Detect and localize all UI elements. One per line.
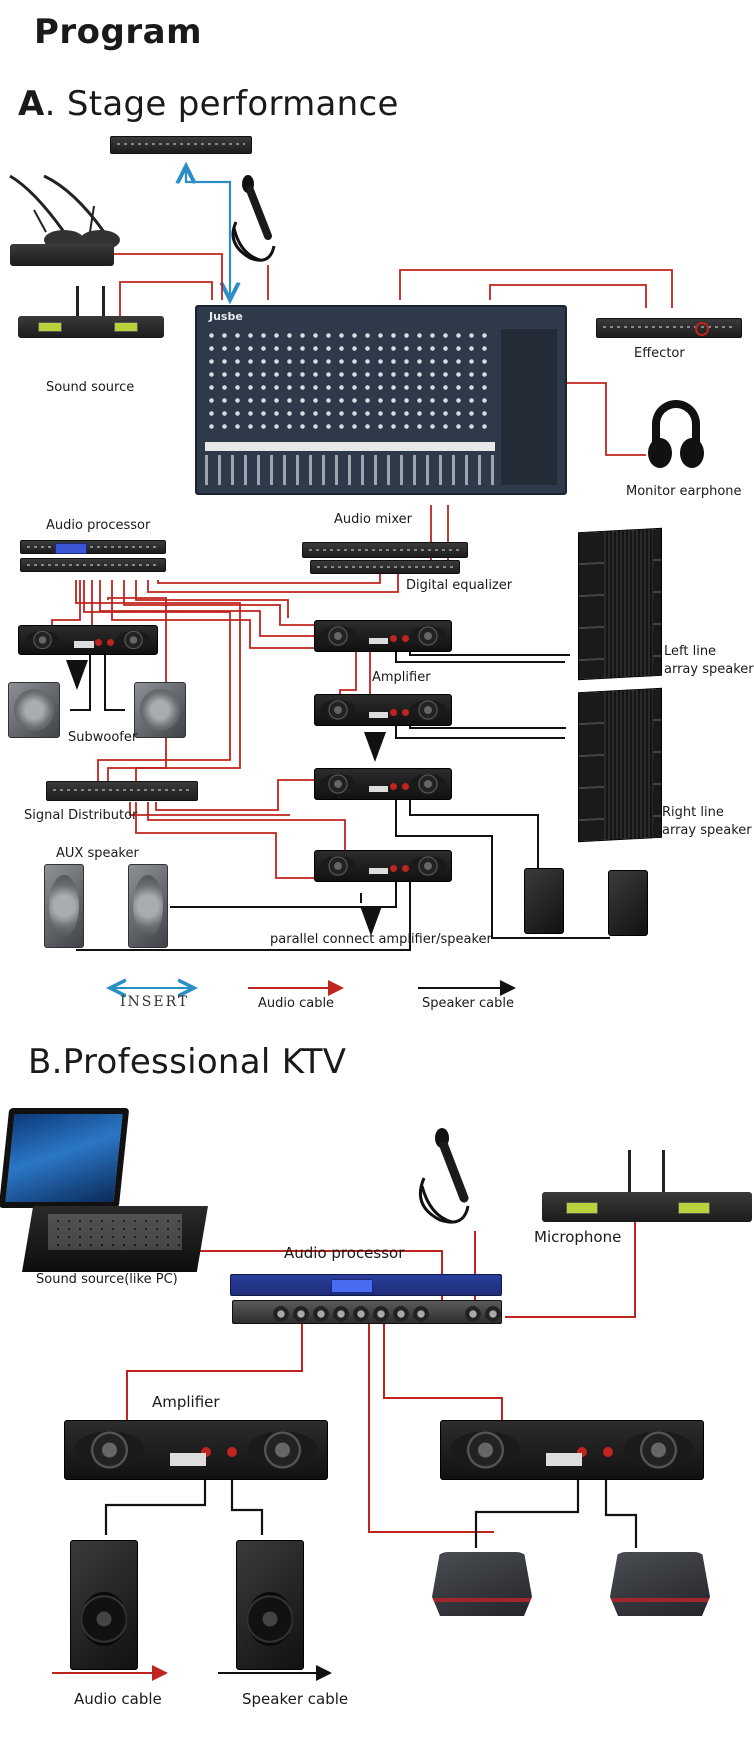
mixer-channel-strip bbox=[205, 442, 495, 451]
amplifier-2 bbox=[314, 694, 452, 726]
subwoofer-parallel-arrow bbox=[66, 660, 88, 690]
ear-cup-left bbox=[648, 438, 672, 468]
stage-monitor-left bbox=[432, 1552, 532, 1616]
laptop-keyboard bbox=[22, 1206, 208, 1272]
subwoofer-left bbox=[8, 682, 60, 738]
aux-speaker-label: AUX speaker bbox=[56, 846, 139, 861]
left-line-array-speaker bbox=[578, 527, 662, 681]
antenna-b-right bbox=[662, 1150, 665, 1204]
microphone-label: Microphone bbox=[534, 1228, 622, 1246]
aux-speaker-right bbox=[128, 864, 168, 948]
parallel-connect-note: parallel connect amplifier/speaker bbox=[270, 932, 492, 947]
signal-distributor-device bbox=[46, 781, 198, 801]
legend-speaker-label: Speaker cable bbox=[422, 996, 514, 1011]
receiver-body bbox=[18, 316, 164, 338]
processor-a-display bbox=[55, 543, 87, 554]
laptop-screen bbox=[0, 1108, 130, 1208]
laptop-sound-source bbox=[0, 1102, 208, 1272]
wireless-lcd-right bbox=[678, 1202, 710, 1214]
amplifier-b-label: Amplifier bbox=[152, 1393, 220, 1411]
stage-monitor-right bbox=[610, 1552, 710, 1616]
monitor-earphone-device bbox=[648, 400, 704, 472]
wireless-receiver-body bbox=[542, 1192, 752, 1222]
handheld-mic-b-icon bbox=[419, 1128, 470, 1224]
amplifier-3 bbox=[314, 768, 452, 800]
antenna-right bbox=[102, 286, 105, 322]
speaker-cables-section-b bbox=[104, 1478, 638, 1548]
legend-b-speaker-label: Speaker cable bbox=[242, 1690, 349, 1708]
laptop-label: Sound source(like PC) bbox=[36, 1272, 178, 1287]
parallel-arrow-1 bbox=[364, 732, 386, 762]
monitor-earphone-label: Monitor earphone bbox=[626, 484, 742, 499]
wireless-microphone-device bbox=[540, 1150, 754, 1222]
antenna-left bbox=[76, 286, 79, 322]
ktv-speaker-right bbox=[236, 1540, 304, 1670]
aux-speaker-left bbox=[44, 864, 84, 948]
page-title: Program bbox=[34, 12, 203, 52]
mixer-faders bbox=[205, 455, 495, 485]
digital-equalizer-front bbox=[302, 542, 468, 558]
amplifier-b-right bbox=[440, 1420, 704, 1480]
handheld-mic-section-b bbox=[412, 1128, 502, 1228]
headband bbox=[652, 400, 700, 448]
section-a-title: A. Stage performance bbox=[18, 84, 399, 124]
receiver-lcd-right bbox=[114, 322, 138, 332]
audio-processor-b-label: Audio processor bbox=[284, 1244, 405, 1262]
section-a-heading: . Stage performance bbox=[44, 84, 399, 124]
subwoofer-right bbox=[134, 682, 186, 738]
audio-processor-b-back bbox=[232, 1300, 502, 1324]
legend-b-audio-label: Audio cable bbox=[74, 1690, 162, 1708]
audio-processor-a-label: Audio processor bbox=[46, 518, 151, 533]
sound-source-device bbox=[14, 286, 164, 338]
left-line-array-label-1: Left line bbox=[664, 644, 717, 659]
amplifier-1 bbox=[314, 620, 452, 652]
handheld-mic-section-a bbox=[226, 174, 306, 264]
fill-speaker-right bbox=[608, 870, 648, 936]
effector-device bbox=[596, 318, 742, 338]
mixer-brand-logo: Jusbe bbox=[209, 310, 243, 323]
parallel-arrow-2 bbox=[360, 906, 382, 936]
section-a-letter: A bbox=[18, 84, 45, 124]
conference-mic-system-device bbox=[4, 170, 164, 275]
audio-mixer-device: Jusbe bbox=[195, 305, 567, 495]
legend-audio-label: Audio cable bbox=[258, 996, 335, 1011]
conference-receiver bbox=[10, 244, 114, 266]
receiver-lcd-left bbox=[38, 322, 62, 332]
effector-knob bbox=[695, 322, 709, 336]
section-b-title: B.Professional KTV bbox=[28, 1042, 347, 1082]
subwoofer-label: Subwoofer bbox=[68, 730, 138, 745]
insert-processor-device bbox=[110, 136, 252, 154]
amplifier-4 bbox=[314, 850, 452, 882]
right-line-array-label-1: Right line bbox=[662, 805, 724, 820]
audio-processor-a-back bbox=[20, 558, 166, 572]
processor-b-display bbox=[331, 1279, 373, 1293]
wireless-lcd-left bbox=[566, 1202, 598, 1214]
amplifier-b-left bbox=[64, 1420, 328, 1480]
right-line-array-speaker bbox=[578, 687, 662, 843]
audio-processor-a-front bbox=[20, 540, 166, 554]
legend-insert-label: INSERT bbox=[120, 994, 190, 1010]
handheld-mic-icon bbox=[231, 175, 276, 262]
mixer-master-section bbox=[501, 329, 557, 485]
audio-mixer-label: Audio mixer bbox=[334, 512, 412, 527]
digital-equalizer-label: Digital equalizer bbox=[406, 578, 513, 593]
fill-speaker-left bbox=[524, 868, 564, 934]
signal-distributor-label: Signal Distributor bbox=[24, 808, 138, 823]
subwoofer-amplifier bbox=[18, 625, 158, 655]
audio-processor-b-front bbox=[230, 1274, 502, 1296]
effector-label: Effector bbox=[634, 346, 685, 361]
mixer-knob-grid bbox=[205, 329, 495, 433]
ktv-speaker-left bbox=[70, 1540, 138, 1670]
right-line-array-label-2: array speaker bbox=[662, 823, 752, 838]
antenna-b-left bbox=[628, 1150, 631, 1204]
ear-cup-right bbox=[680, 438, 704, 468]
left-line-array-label-2: array speaker bbox=[664, 662, 754, 677]
insert-cable bbox=[186, 166, 230, 300]
sound-source-label: Sound source bbox=[46, 380, 135, 395]
amplifier-label-a: Amplifier bbox=[372, 670, 431, 685]
digital-equalizer-back bbox=[310, 560, 460, 574]
